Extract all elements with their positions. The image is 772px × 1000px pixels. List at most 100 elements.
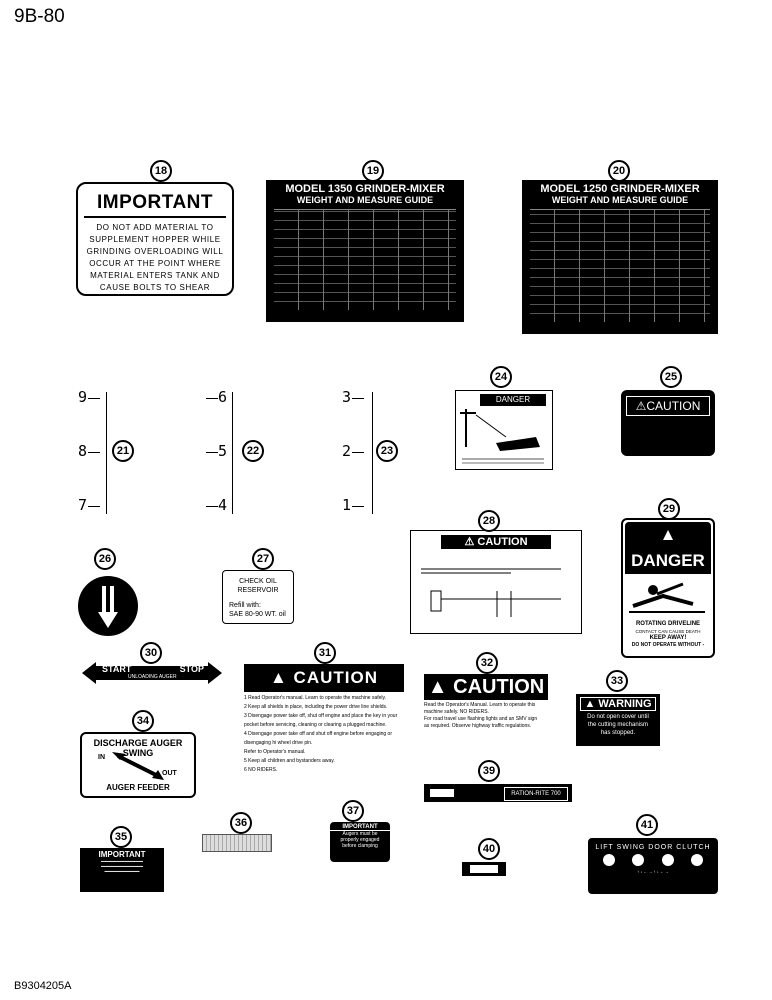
callout-28: 28 [478, 510, 500, 532]
callout-33: 33 [606, 670, 628, 692]
decal-line: Read the Operator's Manual. Learn to ope… [424, 702, 536, 708]
caution-32-text: Read the Operator's Manual. Learn to ope… [424, 702, 564, 730]
weight-measure-decal-1350: MODEL 1350 GRINDER-MIXER WEIGHT AND MEAS… [266, 180, 464, 322]
decal-line: machine safely. NO RIDERS. [424, 709, 489, 715]
out-label: OUT [162, 770, 177, 777]
decal-line: CONTACT CAN CAUSE DEATH [635, 629, 701, 634]
decal-title: WARNING [598, 698, 652, 710]
scale-decal-21: 9 8 7 [78, 388, 118, 518]
scale-number: 4 [218, 496, 228, 514]
warning-triangle-icon: ▲ [427, 675, 454, 698]
decal-label: RATION-RITE 700 [504, 787, 568, 801]
caution-decal-32: ▲ CAUTION [424, 674, 548, 700]
warning-triangle-icon: ▲ [269, 668, 294, 687]
warning-triangle-icon: ▲ [659, 525, 677, 544]
decal-title: DISCHARGE AUGER SWING [93, 738, 183, 758]
decal-line: Augers must be [342, 831, 378, 837]
entanglement-illustration [629, 582, 705, 613]
decal-title: DANGER [631, 551, 705, 570]
swing-arrow-icon [112, 752, 164, 780]
weight-table-grid [530, 209, 710, 322]
callout-24: 24 [490, 366, 512, 388]
callout-21: 21 [112, 440, 134, 462]
caution-decal-31: ▲ CAUTION [244, 664, 404, 692]
instruction-item: 6 NO RIDERS. [244, 767, 278, 773]
important-decal-18: IMPORTANT DO NOT ADD MATERIAL TO SUPPLEM… [76, 182, 234, 296]
decal-subtitle: WEIGHT AND MEASURE GUIDE [296, 195, 434, 205]
powerline-illustration [460, 409, 544, 464]
lever-hole-icon [602, 854, 615, 866]
in-label: IN [98, 754, 105, 761]
instruction-item: Refer to Operator's manual. [244, 749, 306, 755]
decal-subtitle: WEIGHT AND MEASURE GUIDE [551, 195, 689, 205]
check-oil-decal-27: CHECK OIL RESERVOIR Refill with: SAE 80-… [222, 570, 294, 624]
logo-decal-40 [462, 862, 506, 876]
decal-line: OCCUR AT THE POINT WHERE [89, 259, 221, 268]
drawbar-illustration [421, 568, 561, 617]
callout-32: 32 [476, 652, 498, 674]
scale-number: 5 [218, 442, 228, 460]
danger-decal-24: DANGER [455, 390, 553, 470]
callout-19: 19 [362, 160, 384, 182]
decal-line: has stopped. [600, 730, 636, 736]
decal-line: the cutting mechanism [587, 722, 649, 728]
decal-title: IMPORTANT [98, 850, 146, 859]
callout-34: 34 [132, 710, 154, 732]
decal-line: KEEP AWAY! [649, 635, 687, 641]
instruction-item: 2 Keep all shields in place, including t… [244, 704, 388, 710]
callout-40: 40 [478, 838, 500, 860]
warning-triangle-icon: ⚠ [464, 536, 478, 548]
decal-line: RESERVOIR [237, 587, 279, 594]
lever-hole-icon [691, 854, 704, 866]
decal-line: CAUSE BOLTS TO SHEAR [99, 283, 211, 292]
decal-line: CHECK OIL [239, 578, 277, 585]
ration-rite-decal-39: RATION-RITE 700 [424, 784, 572, 802]
decal-line: DO NOT OPERATE WITHOUT - [631, 642, 705, 648]
decal-line: before clamping [342, 843, 378, 849]
start-label: START [102, 664, 132, 674]
decal-title: CAUTION [477, 536, 528, 548]
scale-number: 8 [78, 442, 88, 460]
control-panel-decal-41: LIFT SWING DOOR CLUTCH ↑ ↓ ← → ↑ ↓ ← → [588, 838, 718, 894]
discharge-auger-decal-34: DISCHARGE AUGER SWING IN OUT AUGER FEEDE… [80, 732, 196, 798]
callout-25: 25 [660, 366, 682, 388]
callout-36: 36 [230, 812, 252, 834]
logo-tag [430, 789, 454, 797]
caution-decal-25: ⚠CAUTION [621, 390, 715, 456]
decal-footer: AUGER FEEDER [106, 783, 170, 792]
scale-decal-22: 6 5 4 [200, 388, 240, 518]
instruction-item: 1 Read Operator's manual. Learn to opera… [244, 695, 387, 701]
double-arrow-icon [82, 662, 222, 684]
arrow-down-icon [98, 586, 118, 628]
callout-27: 27 [252, 548, 274, 570]
sub-label: UNLOADING AUGER [128, 674, 177, 680]
important-decal-35: IMPORTANT ▬▬▬▬▬▬▬▬▬▬▬▬ ▬▬▬▬▬▬▬▬▬▬▬▬ ▬▬▬▬… [80, 848, 164, 892]
oil-spec: SAE 80-90 WT. oil [229, 611, 286, 618]
decal-title: IMPORTANT [96, 192, 214, 213]
callout-37: 37 [342, 800, 364, 822]
decal-title: IMPORTANT [330, 824, 390, 831]
callout-20: 20 [608, 160, 630, 182]
callout-35: 35 [110, 826, 132, 848]
lever-hole-icon [661, 854, 674, 866]
decal-title: CAUTION [646, 399, 701, 413]
logo-tag [470, 865, 498, 873]
warning-triangle-icon: ⚠ [635, 399, 647, 413]
decal-line: as required. Observe highway traffic reg… [424, 723, 532, 729]
scale-decal-23: 3 2 1 [342, 388, 382, 518]
callout-30: 30 [140, 642, 162, 664]
decal-title: CAUTION [453, 675, 545, 698]
decal-line: GRINDING OVERLOADING WILL [86, 247, 224, 256]
danger-decal-29: ▲ DANGER ROTATING DRIVELINE CONTACT CAN … [621, 518, 715, 658]
page-number: 9B-80 [14, 6, 65, 27]
decal-line: Do not open cover until [587, 714, 649, 720]
refill-label: Refill with: [229, 602, 261, 609]
scale-number: 9 [78, 388, 88, 406]
callout-31: 31 [314, 642, 336, 664]
decal-title: CAUTION [293, 668, 378, 687]
stop-label: STOP [179, 664, 204, 674]
arrow-down-decal-26 [78, 576, 138, 636]
lever-hole-icon [632, 854, 645, 866]
weight-table-grid [274, 209, 456, 310]
warning-triangle-icon: ▲ [584, 698, 599, 710]
